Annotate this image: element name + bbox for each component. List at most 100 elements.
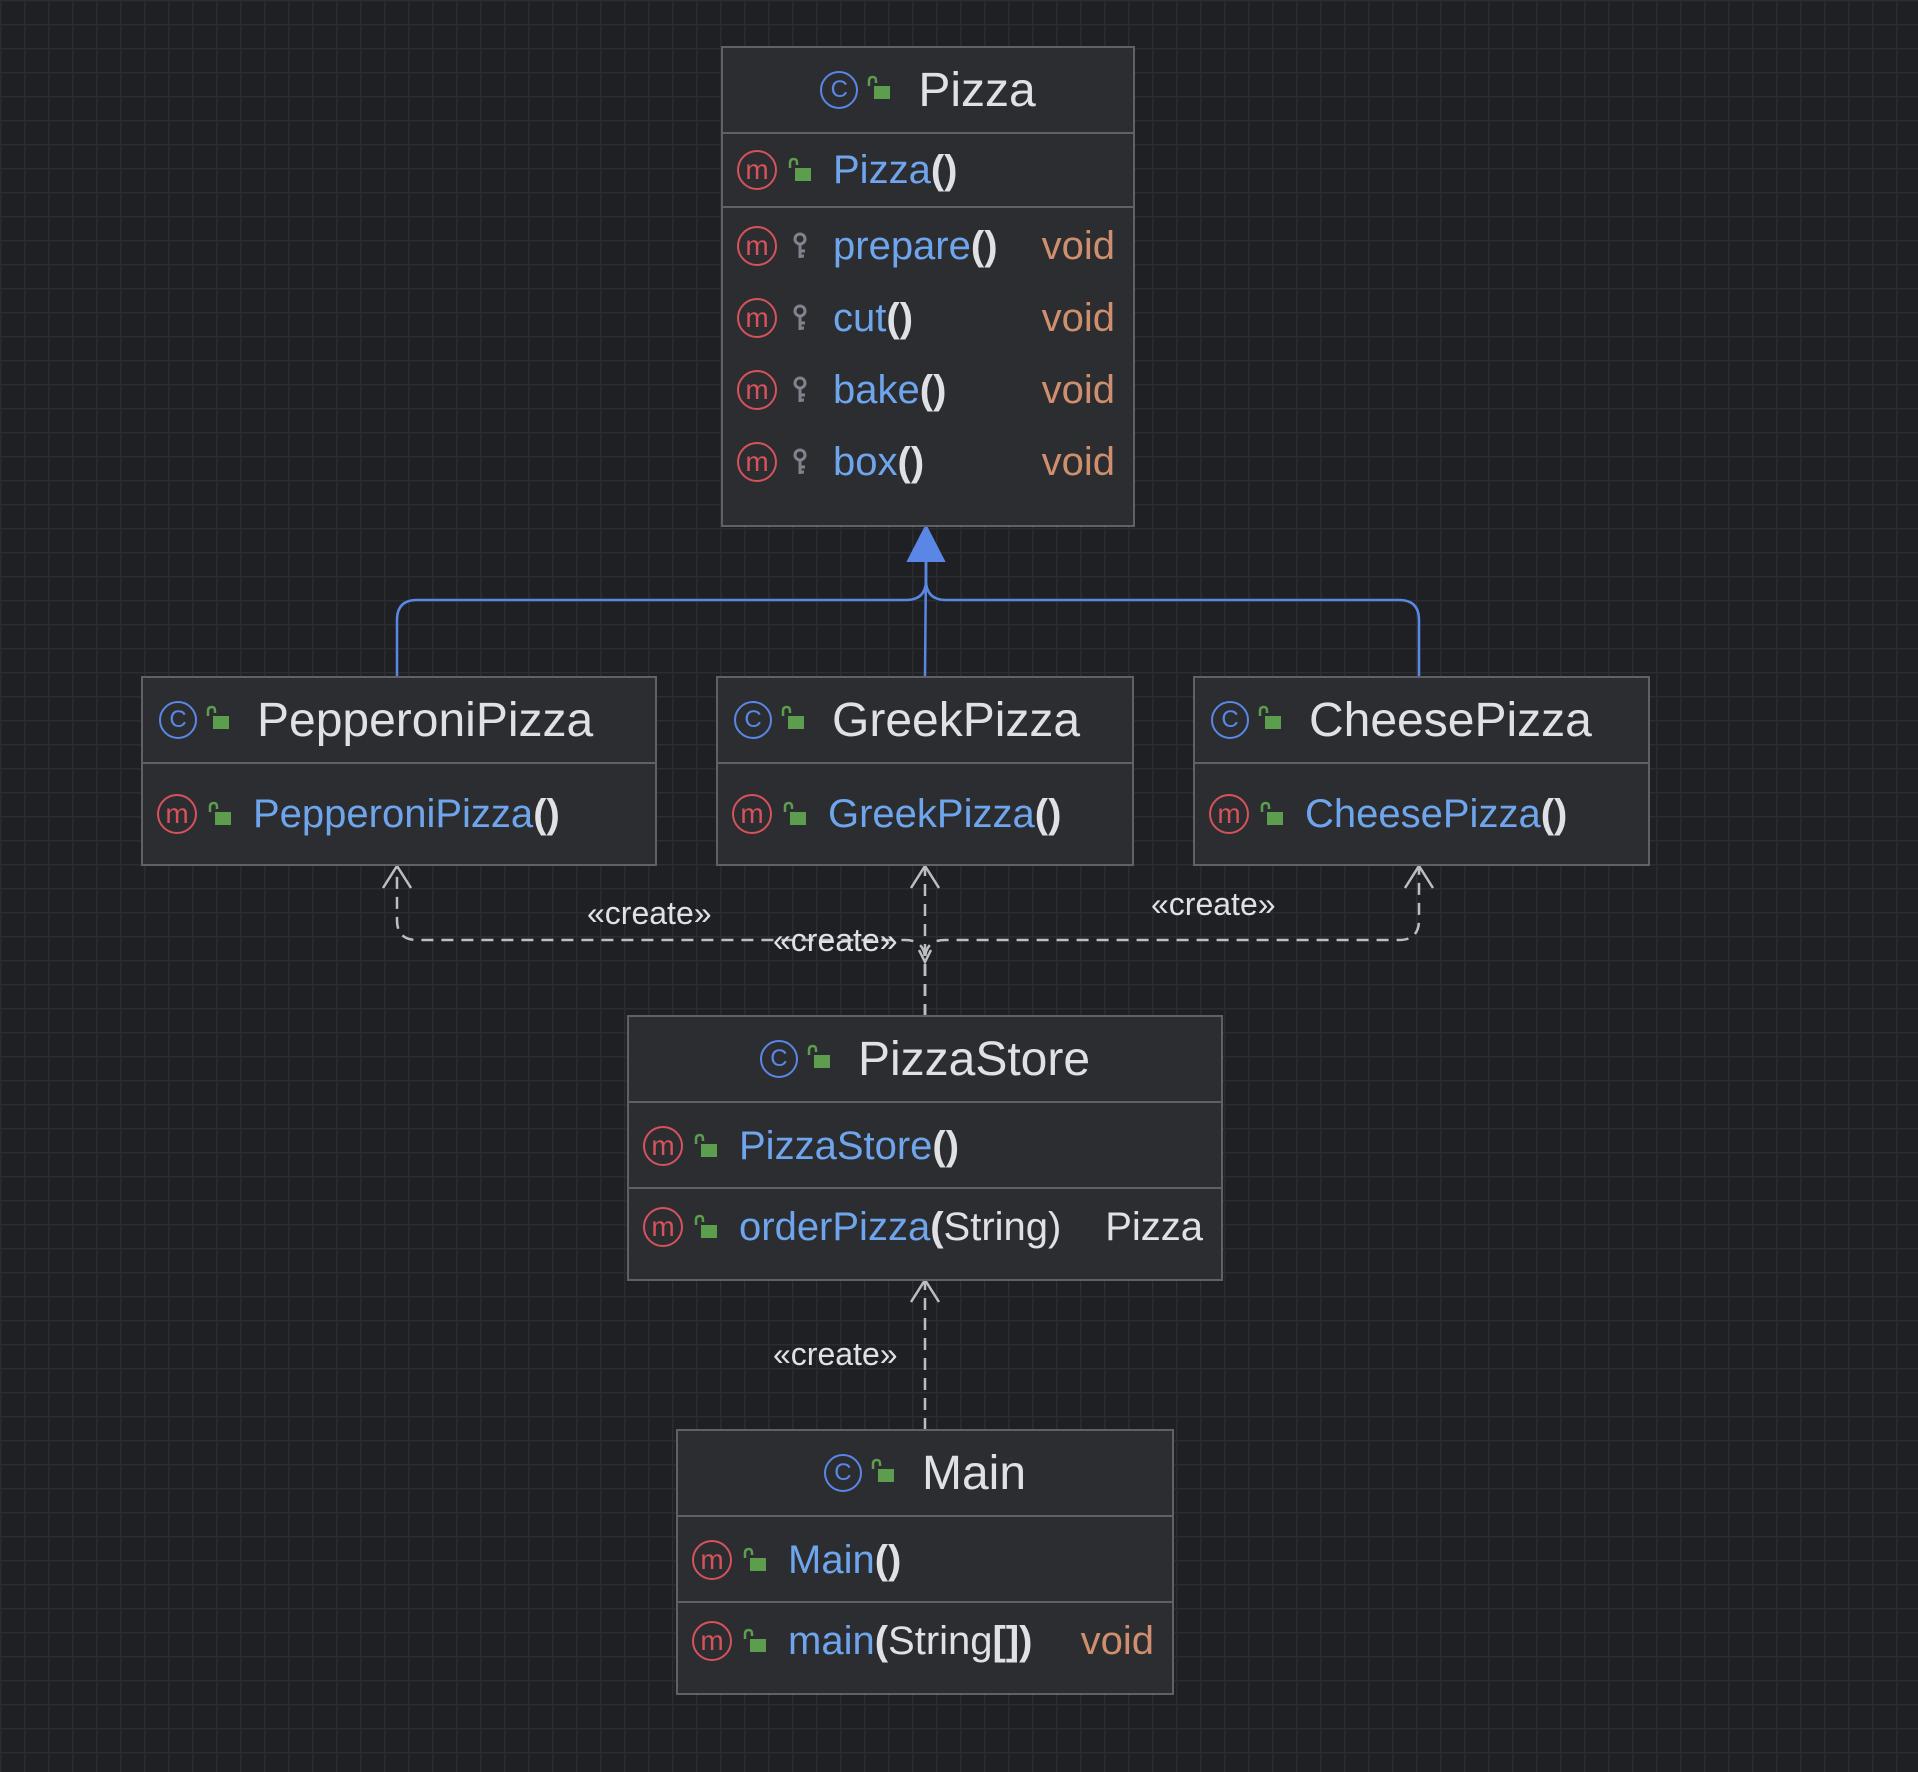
class-pizza-store[interactable]: C PizzaStore m PizzaStore() m orderPizza… [627, 1015, 1223, 1281]
class-name: Main [921, 1446, 1027, 1500]
class-icon: C [159, 701, 197, 739]
class-name: PepperoniPizza [257, 693, 594, 747]
method-icon: m [643, 1126, 683, 1166]
method-params-open: ( [932, 1123, 946, 1168]
label-create-pepperoni: «create» [587, 895, 712, 931]
public-lock-icon [693, 1212, 719, 1242]
class-header[interactable]: C PizzaStore [629, 1017, 1221, 1103]
method-name: bake [833, 367, 920, 412]
class-greek-pizza[interactable]: C GreekPizza m GreekPizza() [716, 676, 1134, 866]
method-params: String [943, 1204, 1049, 1249]
public-lock-icon [1257, 705, 1283, 736]
class-name: Pizza [918, 63, 1036, 117]
method-params-open: ( [1540, 791, 1555, 836]
method-name: orderPizza [739, 1204, 931, 1249]
method-params-close: ) [910, 439, 925, 484]
protected-key-icon [787, 303, 813, 333]
return-type: void [1041, 223, 1115, 268]
method-icon: m [643, 1207, 683, 1247]
method-params-open: ( [1034, 791, 1049, 836]
class-header[interactable]: C CheesePizza [1195, 678, 1648, 764]
method-params-open: ( [897, 439, 911, 484]
class-icon: C [820, 71, 859, 109]
method-icon: m [737, 298, 777, 338]
method-name: Pizza [833, 147, 931, 192]
edge-cheese-extends-pizza[interactable] [924, 560, 1421, 676]
member-row[interactable]: m PizzaStore() [629, 1110, 1221, 1182]
method-name: box [833, 439, 898, 484]
method-params-close: ) [899, 295, 914, 340]
inheritance-arrowhead [906, 523, 946, 562]
method-params-close: ) [1554, 791, 1568, 836]
method-icon: m [737, 442, 777, 482]
constructor-section: m Main() [678, 1517, 1172, 1603]
return-type: void [1041, 295, 1115, 340]
method-name: prepare [833, 223, 971, 268]
class-pizza[interactable]: C Pizza m Pizza() m prepare() void m cut… [721, 46, 1135, 527]
public-lock-icon [870, 1458, 896, 1489]
methods-section: m orderPizza(String) Pizza [629, 1189, 1221, 1263]
method-name: GreekPizza [828, 791, 1035, 836]
constructor-section: m GreekPizza() [718, 764, 1132, 850]
return-type: void [1080, 1618, 1154, 1663]
class-name: CheesePizza [1309, 693, 1592, 747]
member-row[interactable]: m CheesePizza() [1195, 778, 1648, 850]
method-params-open: ( [919, 367, 934, 412]
member-row[interactable]: m orderPizza(String) Pizza [629, 1191, 1221, 1263]
public-lock-icon [806, 1044, 832, 1075]
array-brackets: [] [992, 1618, 1020, 1663]
label-create-cheese: «create» [1151, 886, 1276, 922]
arrowhead-greek [909, 863, 941, 889]
method-icon: m [157, 794, 197, 834]
member-row[interactable]: m GreekPizza() [718, 778, 1132, 850]
class-header[interactable]: C PepperoniPizza [143, 678, 655, 764]
class-header[interactable]: C Main [678, 1431, 1172, 1517]
member-row[interactable]: m bake() void [723, 354, 1133, 426]
method-icon: m [692, 1621, 732, 1661]
member-row[interactable]: m cut() void [723, 282, 1133, 354]
constructor-section: m PizzaStore() [629, 1103, 1221, 1189]
method-params-close: ) [984, 223, 998, 268]
public-lock-icon [1259, 799, 1285, 829]
method-icon: m [737, 370, 777, 410]
member-row[interactable]: m box() void [723, 426, 1133, 498]
edge-pepperoni-extends-pizza[interactable] [395, 560, 928, 676]
class-header[interactable]: C Pizza [723, 48, 1133, 134]
member-row[interactable]: m Pizza() [723, 134, 1133, 206]
class-icon: C [759, 1040, 798, 1078]
return-type: void [1041, 367, 1115, 412]
method-params-open: ( [930, 1204, 944, 1249]
method-name: CheesePizza [1305, 791, 1541, 836]
method-params-close: ) [546, 791, 560, 836]
method-params-open: ( [874, 1618, 889, 1663]
method-params-close: ) [888, 1537, 902, 1582]
label-create-store: «create» [773, 1336, 898, 1372]
class-main[interactable]: C Main m Main() m main(String[]) void [676, 1429, 1174, 1695]
method-params-open: ( [886, 295, 900, 340]
protected-key-icon [787, 375, 813, 405]
method-params-close: ) [933, 367, 947, 412]
method-name: PizzaStore [739, 1123, 933, 1168]
class-cheese-pizza[interactable]: C CheesePizza m CheesePizza() [1193, 676, 1650, 866]
return-type: Pizza [1105, 1204, 1203, 1249]
method-icon: m [732, 794, 772, 834]
method-params-open: ( [874, 1537, 889, 1582]
edge-store-creates-cheese[interactable] [923, 868, 1421, 1016]
constructor-section: m Pizza() [723, 134, 1133, 208]
member-row[interactable]: m prepare() void [723, 210, 1133, 282]
public-lock-icon [787, 155, 813, 185]
dependency-edges [395, 868, 1421, 1430]
class-header[interactable]: C GreekPizza [718, 678, 1132, 764]
methods-section: m main(String[]) void [678, 1603, 1172, 1677]
public-lock-icon [780, 705, 806, 736]
method-name: main [788, 1618, 875, 1663]
member-row[interactable]: m PepperoniPizza() [143, 778, 655, 850]
member-row[interactable]: m Main() [678, 1524, 1172, 1596]
method-icon: m [1209, 794, 1249, 834]
class-pepperoni-pizza[interactable]: C PepperoniPizza m PepperoniPizza() [141, 676, 657, 866]
merge-arrowhead [917, 949, 933, 965]
method-params-close: ) [1019, 1618, 1033, 1663]
constructor-section: m PepperoniPizza() [143, 764, 655, 850]
member-row[interactable]: m main(String[]) void [678, 1605, 1172, 1677]
method-icon: m [737, 226, 777, 266]
